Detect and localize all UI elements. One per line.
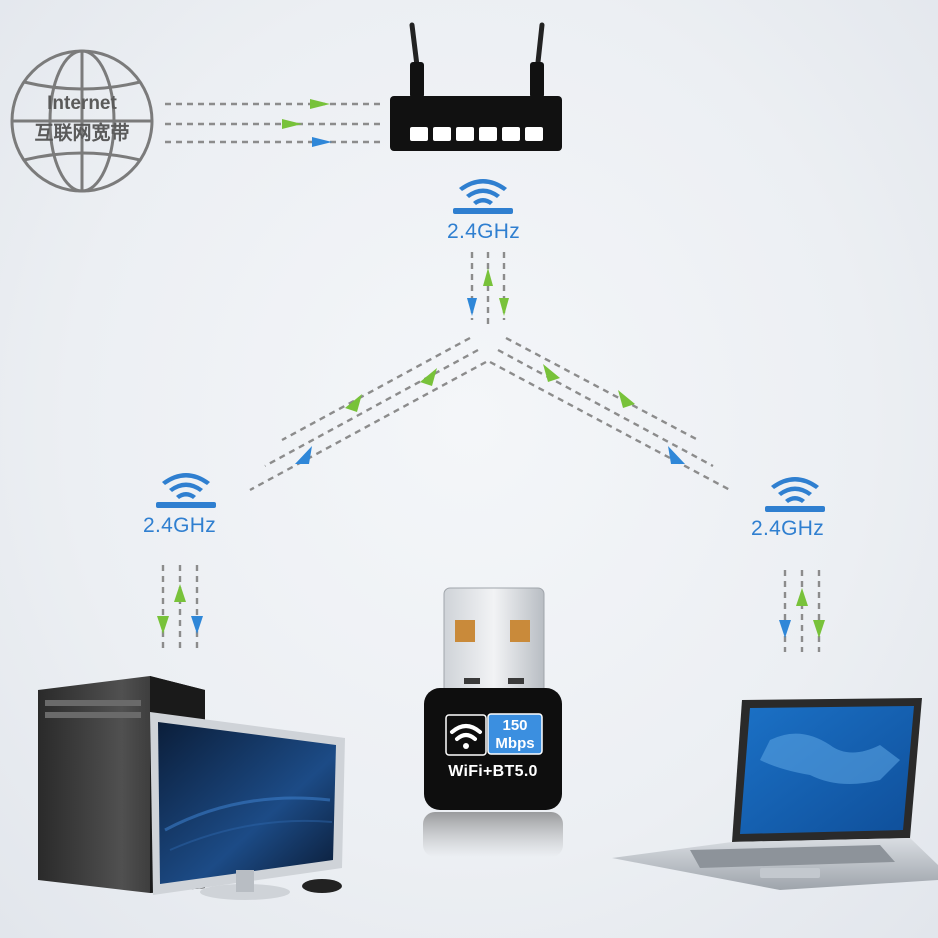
speed-value: 150 xyxy=(502,717,528,734)
wifi-signal-icon xyxy=(156,473,216,508)
data-flow-arrows xyxy=(157,99,825,638)
desktop-frequency-label: 2.4GHz xyxy=(143,514,216,537)
wifi-signal-icon xyxy=(453,179,513,214)
globe-icon xyxy=(10,49,154,193)
speed-badge xyxy=(487,713,543,755)
arrow-down-right-icon xyxy=(668,446,685,464)
arrow-right-icon xyxy=(312,137,332,147)
arrow-up-icon xyxy=(174,584,186,602)
arrow-down-icon xyxy=(813,620,825,638)
wifi-icon xyxy=(450,724,482,749)
arrow-right-icon xyxy=(310,99,330,109)
arrow-down-left-icon xyxy=(420,368,437,386)
speed-unit: Mbps xyxy=(495,735,535,752)
arrow-down-icon xyxy=(467,298,477,316)
arrow-up-icon xyxy=(483,268,493,286)
arrow-down-icon xyxy=(779,620,791,638)
router-frequency-label: 2.4GHz xyxy=(447,220,520,243)
arrow-up-icon xyxy=(796,588,808,606)
arrow-down-icon xyxy=(157,616,169,634)
arrow-down-icon xyxy=(499,298,509,316)
arrow-right-icon xyxy=(282,119,302,129)
arrow-down-left-icon xyxy=(295,446,312,464)
model-label: WiFi+BT5.0 xyxy=(448,763,538,780)
arrow-down-icon xyxy=(191,616,203,634)
router-icon xyxy=(390,22,562,151)
laptop-icon xyxy=(612,698,938,890)
broadband-label: 互联网宽带 xyxy=(34,123,130,144)
desktop-computer-icon xyxy=(38,676,345,900)
arrow-down-left-icon xyxy=(345,394,362,412)
internet-label: Internet xyxy=(47,93,117,114)
wifi-signal-icon xyxy=(765,477,825,512)
connection-lines xyxy=(161,102,821,652)
arrow-up-right-icon xyxy=(543,364,560,382)
usb-wifi-dongle xyxy=(423,587,563,857)
laptop-frequency-label: 2.4GHz xyxy=(751,517,824,540)
arrow-down-right-icon xyxy=(618,390,635,408)
